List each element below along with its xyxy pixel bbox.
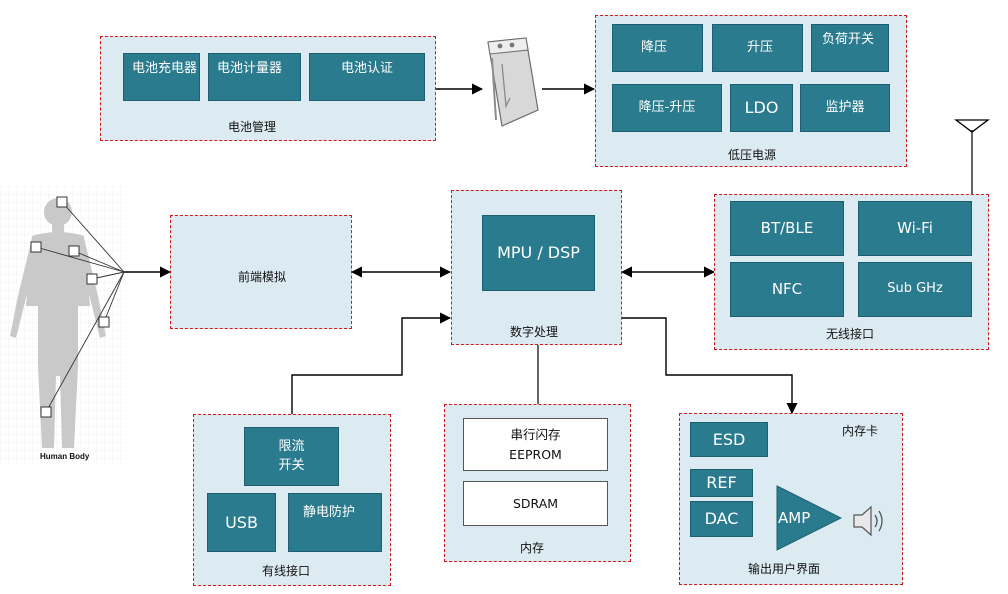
esd-block: ESD	[690, 422, 768, 457]
digital-processing-caption: 数字处理	[510, 325, 559, 339]
bt-ble-block: BT/BLE	[730, 201, 844, 256]
low-voltage-supply-caption: 低压电源	[728, 148, 777, 162]
battery-auth-block: 电池认证	[309, 53, 425, 101]
antenna-icon	[954, 118, 990, 134]
ref-block: REF	[690, 469, 753, 497]
battery-gauge-block: 电池计量器	[208, 53, 301, 101]
memory-caption: 内存	[520, 541, 545, 555]
mpu-dsp-block: MPU / DSP	[482, 215, 595, 291]
boost-block: 升压	[712, 24, 803, 72]
buck-boost-block: 降压-升压	[612, 84, 722, 132]
esd-protection-block: 静电防护	[288, 493, 382, 552]
wireless-interface-caption: 无线接口	[826, 327, 875, 341]
wifi-block: Wi-Fi	[858, 201, 972, 256]
analog-front-end-caption: 前端模拟	[238, 270, 287, 284]
battery-icon	[482, 36, 544, 130]
load-switch-block: 负荷开关	[811, 24, 889, 72]
supervisor-block: 监护器	[800, 84, 890, 132]
battery-charger-block: 电池充电器	[123, 53, 200, 101]
usb-block: USB	[207, 493, 276, 552]
sdram-block: SDRAM	[463, 481, 608, 526]
wired-interface-caption: 有线接口	[262, 564, 311, 578]
amp-label: AMP	[778, 509, 811, 527]
human-body-figure	[0, 186, 126, 464]
output-ui-caption: 输出用户界面	[748, 562, 821, 576]
human-body-label: Human Body	[40, 452, 90, 461]
memory-card-label: 内存卡	[842, 424, 879, 438]
sub-ghz-block: Sub GHz	[858, 262, 972, 317]
serial-flash-eeprom-block: 串行闪存 EEPROM	[463, 418, 608, 471]
battery-management-caption: 电池管理	[228, 120, 277, 134]
ldo-block: LDO	[730, 84, 793, 132]
arrow-wired-to-digital	[291, 312, 452, 414]
speaker-icon	[852, 504, 888, 538]
current-limit-switch-block: 限流 开关	[244, 427, 339, 486]
amp-triangle	[776, 485, 843, 551]
nfc-block: NFC	[730, 262, 844, 317]
dac-block: DAC	[690, 501, 753, 537]
buck-block: 降压	[612, 24, 703, 72]
analog-front-end-group	[170, 215, 352, 329]
human-body-icon	[0, 186, 126, 464]
